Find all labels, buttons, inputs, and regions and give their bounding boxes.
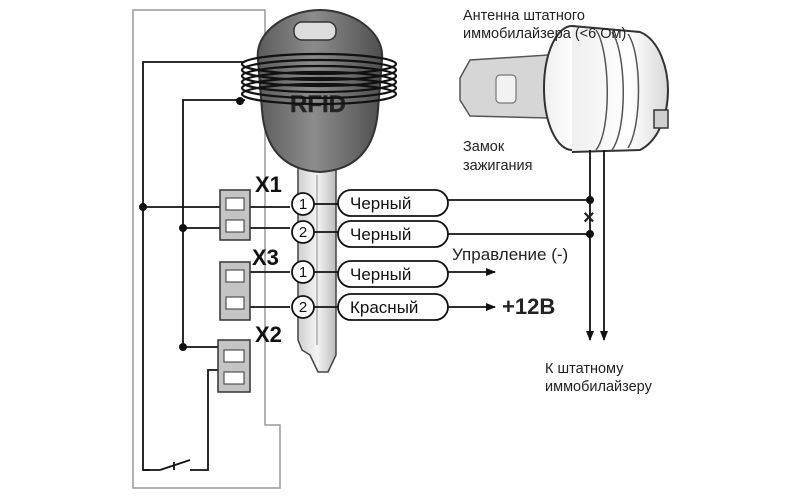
connector-x3 [219,261,251,321]
svg-text:2: 2 [299,224,307,241]
lock-label-line1: Замок [463,139,505,155]
control-label: Управление (-) [452,245,568,264]
ignition-lock [459,25,670,341]
connector-x3-label: X3 [252,245,279,270]
pin-x1-1: 1 [291,192,315,216]
svg-text:2: 2 [299,299,307,316]
antenna-label-line1: Антенна штатного [463,8,585,24]
module-outline [132,9,281,489]
antenna-label-line2: иммобилайзера (<6 Ом) [463,26,626,42]
svg-text:Черный: Черный [350,194,411,213]
svg-text:Черный: Черный [350,225,411,244]
pin-x3-1: 1 [291,260,315,284]
wire-x1-2: Черный [314,220,590,248]
pin-x1-2: 2 [291,220,315,244]
plus12-label: +12В [502,294,555,319]
antenna-coil [240,52,398,106]
svg-text:Красный: Красный [350,298,418,317]
pin-x3-2: 2 [291,295,315,319]
svg-text:1: 1 [299,196,307,213]
wire-x1-1: Черный [314,189,594,341]
cut-mark: × [583,207,595,229]
connector-x1-label: X1 [255,172,282,197]
wire-x3-1: Черный [314,260,496,288]
connector-x1 [219,189,251,241]
dest-label-line1: К штатному [545,361,624,377]
wire-x3-2: Красный [314,293,496,321]
lock-label-line2: зажигания [463,158,533,174]
svg-text:1: 1 [299,264,307,281]
svg-text:Черный: Черный [350,265,411,284]
dest-label-line2: иммобилайзеру [545,379,653,395]
connector-x2 [217,339,251,393]
connector-x2-label: X2 [255,322,282,347]
